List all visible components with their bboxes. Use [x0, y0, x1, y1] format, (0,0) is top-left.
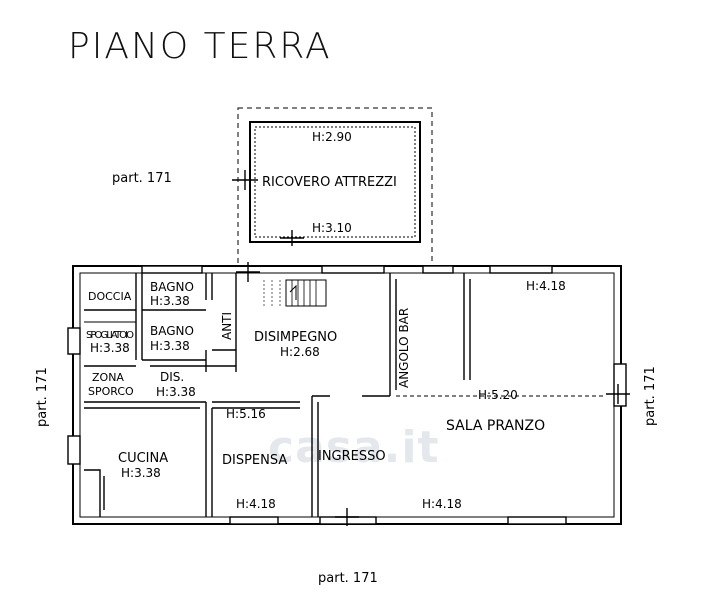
room-label-cucina: CUCINA	[118, 451, 168, 466]
watermark: casa.it	[268, 422, 440, 473]
shed-outline	[237, 107, 433, 267]
page-title: PIANO TERRA	[68, 26, 332, 67]
room-label-angolo-bar: ANGOLO BAR	[397, 308, 411, 388]
parcel-label-right: part. 171	[643, 366, 658, 426]
room-height-dispensa-top: H:5.16	[226, 407, 266, 421]
room-label-anti: ANTI	[220, 312, 234, 340]
room-height-bagno-2: H:3.38	[150, 339, 190, 353]
room-label-ingresso: INGRESSO	[318, 449, 386, 464]
room-height-dispensa-bottom: H:4.18	[236, 497, 276, 511]
room-label-spogliatoio: SPOGLIATOIO	[86, 330, 134, 341]
room-label-dis: DIS.	[160, 370, 184, 384]
room-height-sala-top: H:4.18	[526, 279, 566, 293]
shed-label: RICOVERO ATTREZZI	[262, 175, 397, 190]
room-label-disimpegno: DISIMPEGNO	[254, 330, 337, 345]
parcel-label-top: part. 171	[112, 171, 172, 186]
room-height-spogliatoio: H:3.38	[90, 341, 130, 355]
parcel-label-left: part. 171	[35, 367, 50, 427]
room-height-bagno-1: H:3.38	[150, 294, 190, 308]
shed-walls	[249, 121, 421, 243]
room-height-cucina: H:3.38	[121, 466, 161, 480]
room-height-sala-bottom: H:4.18	[422, 497, 462, 511]
room-label-bagno-1: BAGNO	[150, 280, 194, 294]
parcel-label-bottom: part. 171	[318, 571, 378, 586]
room-label-sala-pranzo: SALA PRANZO	[446, 418, 545, 434]
room-label-doccia: DOCCIA	[88, 290, 132, 303]
room-label-sporco: SPORCO	[88, 385, 134, 398]
room-height-disimpegno: H:2.68	[280, 345, 320, 359]
room-label-dispensa: DISPENSA	[222, 453, 287, 468]
room-height-dis: H:3.38	[156, 385, 196, 399]
room-label-bagno-2: BAGNO	[150, 324, 194, 338]
room-label-zona: ZONA	[92, 371, 124, 384]
room-height-sala-mid: H:5.20	[478, 388, 518, 402]
shed-height-bottom: H:3.10	[312, 221, 352, 235]
shed-height-top: H:2.90	[312, 130, 352, 144]
